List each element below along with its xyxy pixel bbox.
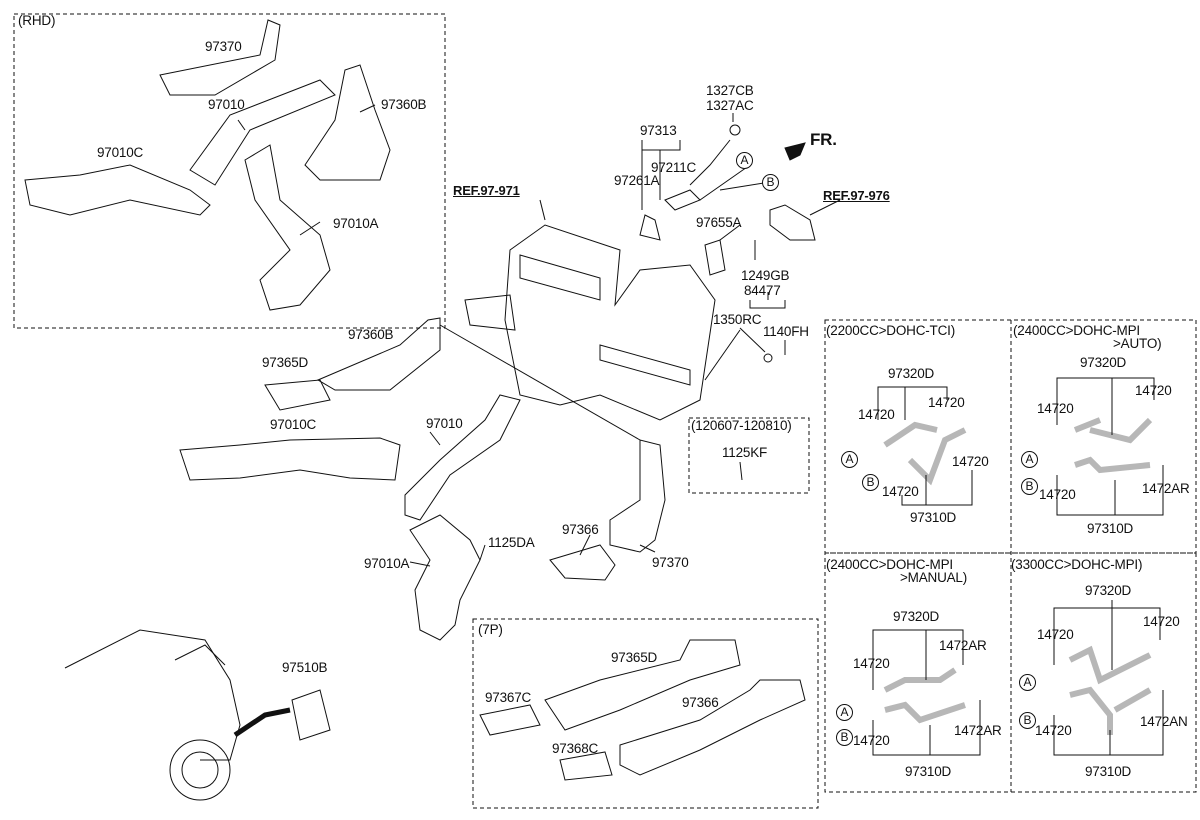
part-label: 1327AC: [706, 98, 754, 113]
part-label: 97365D: [611, 650, 658, 665]
leader-lines: [237, 104, 841, 567]
part-label: 14720: [1135, 383, 1172, 398]
part-label: 97360B: [348, 327, 394, 342]
part-label: 97655A: [696, 215, 742, 230]
rhd-ducts: [24, 19, 391, 311]
reference-link[interactable]: REF.97-971: [453, 183, 520, 198]
callout-b: B: [762, 174, 779, 191]
callout-a: A: [1019, 674, 1036, 691]
part-label: 97365D: [262, 355, 309, 370]
part-label: 14720: [928, 395, 965, 410]
part-label: 84477: [744, 283, 781, 298]
panel-title: (3300CC>DOHC-MPI): [1011, 557, 1143, 572]
part-label: 97370: [652, 555, 689, 570]
panel-subtitle: >AUTO): [1113, 336, 1162, 351]
part-label: 14720: [853, 733, 890, 748]
part-label: 1472AR: [1142, 481, 1190, 496]
part-label: 14720: [882, 484, 919, 499]
panel-title: (2400CC>DOHC-MPI: [826, 557, 953, 572]
part-label: 14720: [1039, 487, 1076, 502]
part-label: 97211C: [651, 160, 697, 175]
part-label: 97261A: [614, 173, 660, 188]
7p-group-label: (7P): [478, 622, 503, 637]
part-label: 97510B: [282, 660, 328, 675]
part-label: 14720: [853, 656, 890, 671]
reference-link[interactable]: REF.97-976: [823, 188, 890, 203]
part-label: 97320D: [1085, 583, 1132, 598]
front-direction-label: FR.: [810, 130, 837, 149]
panel-subtitle: >MANUAL): [900, 570, 968, 585]
part-label: 97366: [682, 695, 719, 710]
part-label: 14720: [1143, 614, 1180, 629]
part-label: 1472AR: [939, 638, 987, 653]
part-label: 97360B: [381, 97, 427, 112]
part-label: 97310D: [1087, 521, 1134, 536]
part-label: 97010: [426, 416, 463, 431]
part-label: 14720: [952, 454, 989, 469]
part-label: 14720: [1037, 401, 1074, 416]
part-label: 1249GB: [741, 268, 790, 283]
part-label: 97010A: [333, 216, 379, 231]
part-label: 14720: [1035, 723, 1072, 738]
part-label: 97010A: [364, 556, 410, 571]
part-label: 97010C: [270, 417, 317, 432]
lhd-ducts: [179, 317, 666, 641]
group-boxes: [13, 13, 1197, 809]
part-label: 97370: [205, 39, 242, 54]
hvac-unit: [464, 124, 816, 421]
7p-box: [472, 618, 819, 809]
rhd-box: [13, 13, 446, 329]
panel-title: (2200CC>DOHC-TCI): [826, 323, 955, 338]
part-label: 97368C: [552, 741, 599, 756]
part-label: 1327CB: [706, 83, 754, 98]
part-label: 97313: [640, 123, 677, 138]
part-label: 14720: [858, 407, 895, 422]
callout-b: B: [862, 474, 879, 491]
panel-brackets: [872, 377, 1164, 756]
7p-ducts: [479, 639, 806, 781]
part-label: 1140FH: [763, 324, 809, 339]
callout-b: B: [1021, 478, 1038, 495]
part-label: 1125DA: [488, 535, 535, 550]
part-label: 97010: [208, 97, 245, 112]
rhd-group-label: (RHD): [18, 13, 56, 28]
part-label: 97366: [562, 522, 599, 537]
callout-b: B: [836, 729, 853, 746]
part-label: 97310D: [910, 510, 957, 525]
part-label: 97310D: [905, 764, 952, 779]
date-range-label: (120607-120810): [691, 418, 792, 433]
callout-a: A: [841, 451, 858, 468]
part-label: 1472AR: [954, 723, 1002, 738]
part-label: 97367C: [485, 690, 532, 705]
callout-a: A: [1021, 451, 1038, 468]
date-range-box: [688, 417, 810, 494]
part-label: 1125KF: [722, 445, 768, 460]
engine-panels-bottom: [824, 552, 1197, 793]
vehicle-sketch: [64, 629, 331, 801]
part-label: 1472AN: [1140, 714, 1188, 729]
part-label: 97320D: [888, 366, 935, 381]
part-label: 14720: [1037, 627, 1074, 642]
part-label: 97310D: [1085, 764, 1132, 779]
panel-title: (2400CC>DOHC-MPI: [1013, 323, 1140, 338]
callout-a: A: [736, 152, 753, 169]
callout-a: A: [836, 704, 853, 721]
part-label: 97010C: [97, 145, 144, 160]
part-label: 97320D: [893, 609, 940, 624]
part-label: 1350RC: [713, 312, 762, 327]
part-label: 97320D: [1080, 355, 1127, 370]
callout-b: B: [1019, 712, 1036, 729]
